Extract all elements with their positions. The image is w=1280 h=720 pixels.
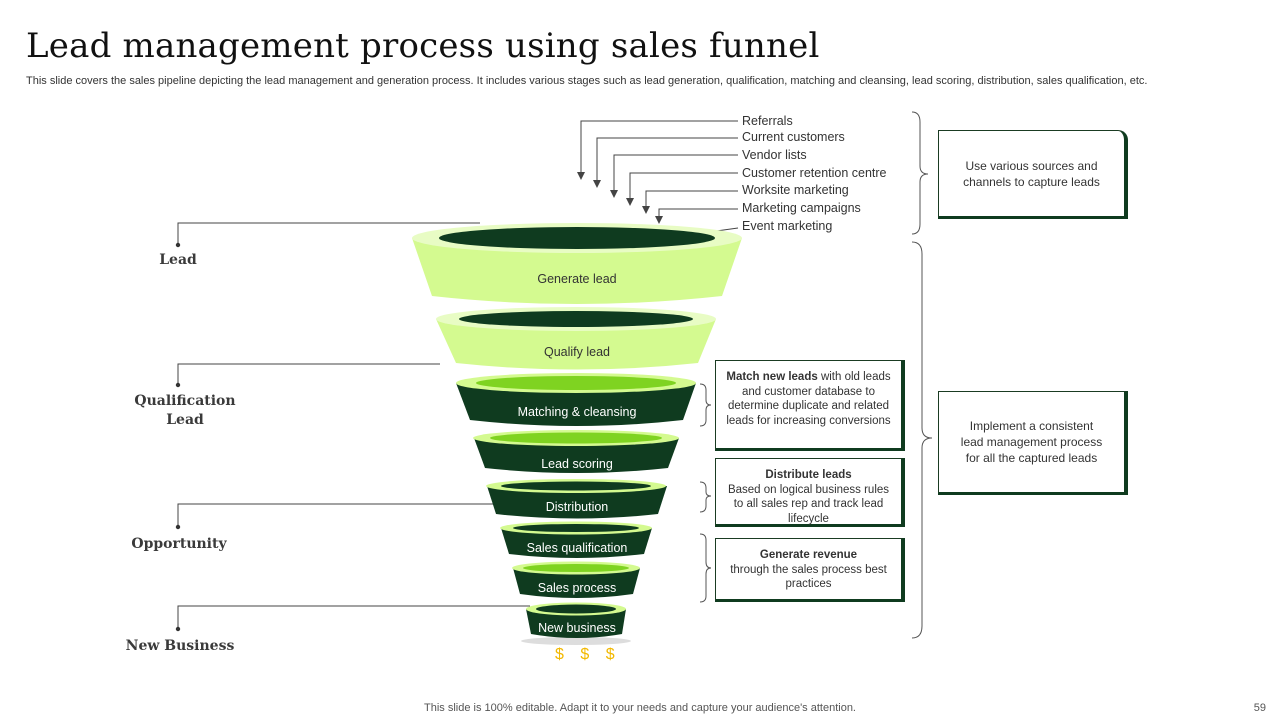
funnel-layer-lead-scoring [473, 430, 679, 473]
funnel-label-matching: Matching & cleansing [517, 405, 637, 419]
info-box-match-leads-title: Match new leads [726, 371, 818, 383]
funnel-label-generate-lead: Generate lead [537, 272, 617, 286]
summary-box-consistent-process-text: Implement a consistent lead management p… [960, 419, 1103, 465]
stage-connectors [177, 222, 530, 628]
source-marketing-campaigns: Marketing campaigns [742, 201, 861, 215]
source-current-customers: Current customers [742, 130, 845, 144]
funnel-layer-distribution [486, 479, 667, 519]
info-brackets [699, 383, 712, 603]
stage-label-lead: Lead [159, 252, 197, 268]
funnel-layer-sales-qualification [500, 521, 652, 558]
info-box-distribute-leads-text: Based on logical business rules to all s… [727, 483, 890, 525]
info-box-generate-revenue: Generate revenue through the sales proces… [715, 538, 905, 602]
funnel-layer-sales-process [512, 561, 640, 598]
stage-label-new-business: New Business [125, 638, 235, 654]
arrow-referrals [580, 120, 738, 174]
source-vendor-lists: Vendor lists [742, 148, 807, 162]
source-customer-retention: Customer retention centre [742, 166, 887, 180]
funnel-layer-new-business [521, 602, 631, 645]
footer-note: This slide is 100% editable. Adapt it to… [424, 702, 856, 714]
arrow-worksite-marketing [645, 190, 738, 208]
source-worksite-marketing: Worksite marketing [742, 183, 849, 197]
dollar-signs: $ $ $ [555, 646, 621, 663]
arrow-vendor-lists [613, 154, 738, 192]
summary-box-capture-leads-text: Use various sources and channels to capt… [963, 158, 1100, 189]
funnel-label-lead-scoring: Lead scoring [541, 457, 613, 471]
summary-box-capture-leads: Use various sources and channels to capt… [938, 130, 1128, 219]
stage-connector-dots [175, 242, 181, 632]
info-box-generate-revenue-text: through the sales process best practices [730, 563, 887, 591]
source-referrals: Referrals [742, 114, 793, 128]
page-title: Lead management process using sales funn… [26, 26, 820, 66]
info-box-distribute-leads-title: Distribute leads [765, 469, 852, 481]
funnel-label-new-business: New business [538, 621, 616, 635]
funnel-layer-qualify-lead [436, 307, 716, 370]
source-event-marketing: Event marketing [742, 219, 833, 233]
stage-label-opportunity: Opportunity [131, 536, 227, 552]
right-braces [911, 111, 933, 639]
arrow-customer-retention [629, 172, 738, 200]
funnel-layer-matching [456, 373, 696, 426]
funnel-layer-generate-lead [412, 223, 742, 304]
page-number: 59 [1253, 702, 1266, 714]
stage-label-qualification-lead: Qualification Lead [134, 393, 236, 428]
funnel-label-distribution: Distribution [545, 500, 609, 514]
arrow-current-customers [596, 137, 738, 182]
info-box-match-leads: Match new leads with old leads and custo… [715, 360, 905, 451]
page-subtitle: This slide covers the sales pipeline dep… [26, 75, 1148, 87]
funnel-label-sales-qualification: Sales qualification [526, 541, 628, 555]
arrow-marketing-campaigns [658, 208, 738, 218]
info-box-generate-revenue-title: Generate revenue [759, 549, 858, 561]
summary-box-consistent-process: Implement a consistent lead management p… [938, 391, 1128, 495]
funnel-label-qualify-lead: Qualify lead [543, 345, 610, 359]
funnel-label-sales-process: Sales process [537, 581, 617, 595]
info-box-match-leads-text: with old leads and customer database to … [726, 371, 891, 427]
